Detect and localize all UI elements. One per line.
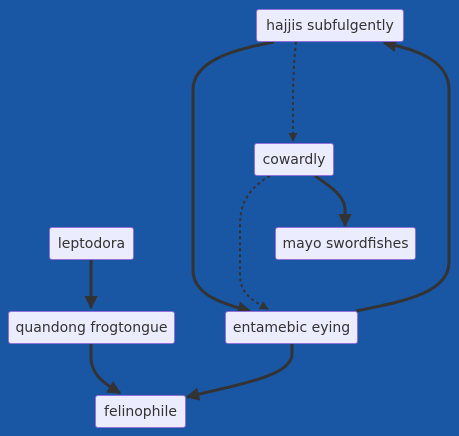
node-quandong-frogtongue[interactable]: quandong frogtongue	[8, 311, 175, 344]
edge-entamebic-to-hajjis	[355, 38, 451, 313]
edge-cowardly-to-mayo	[314, 174, 352, 228]
node-label: felinophile	[104, 403, 177, 420]
node-label: leptodora	[57, 235, 126, 252]
node-label: mayo swordfishes	[282, 235, 409, 252]
node-label: hajjis subfulgently	[266, 17, 394, 34]
node-entamebic-eying[interactable]: entamebic eying	[225, 311, 358, 344]
node-leptodora[interactable]: leptodora	[49, 227, 134, 260]
edge-quandong-to-felinophile	[89, 344, 122, 395]
node-felinophile[interactable]: felinophile	[95, 395, 186, 428]
node-label: entamebic eying	[232, 319, 351, 336]
node-hajjis-subfulgently[interactable]: hajjis subfulgently	[256, 9, 404, 42]
node-cowardly[interactable]: cowardly	[254, 143, 334, 176]
edge-hajjis-to-entamebic	[191, 40, 275, 315]
edge-hajjis-to-cowardly	[288, 41, 298, 142]
edge-cowardly-to-entamebic	[239, 175, 271, 310]
node-mayo-swordfishes[interactable]: mayo swordfishes	[275, 227, 416, 260]
edge-entamebic-to-felinophile	[185, 344, 294, 401]
node-label: cowardly	[262, 151, 326, 168]
node-label: quandong frogtongue	[15, 319, 168, 336]
